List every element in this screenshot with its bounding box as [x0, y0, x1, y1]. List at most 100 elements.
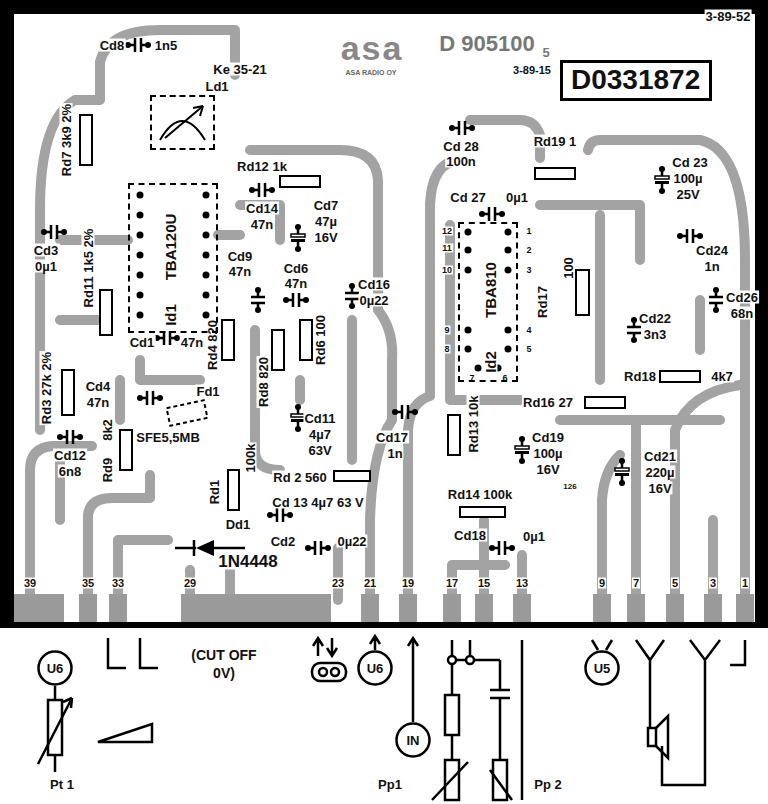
drawing-number-box: D0331872 [560, 60, 712, 101]
ic-outline: Id1 TBA120U [128, 183, 218, 333]
ic-pin-pads [137, 192, 512, 372]
part-label: 220µ [644, 466, 675, 479]
part-label: Cd24 [695, 244, 729, 257]
part-label: 4µ7 [308, 428, 332, 441]
circle-label: U6 [46, 662, 65, 675]
part-label: 1n [703, 260, 720, 273]
pin-number: 3 [525, 266, 532, 275]
print-mark: asa [340, 31, 405, 65]
part-label: Rd14 100k [447, 488, 513, 501]
filter-outline [167, 400, 208, 426]
drawing-number: D0331872 [571, 64, 700, 95]
part-label: 16V [313, 231, 338, 244]
part-label: 1N4448 [217, 553, 279, 570]
part-label: 6n8 [58, 465, 82, 478]
part-label: 100k [244, 443, 257, 474]
part-label: 68n [730, 307, 754, 320]
part-label: 63V [307, 444, 332, 457]
part-label: Rd13 10k [467, 394, 480, 453]
part-label: 0µ22 [336, 535, 367, 548]
part-label: Rd17 [536, 285, 549, 319]
part-label: Rd12 1k [236, 160, 288, 173]
circle-outline [359, 652, 392, 685]
ic-outline: Id2TBA810 [458, 222, 518, 382]
part-label: Rd6 100 [314, 314, 327, 366]
edge-connector-fingers [14, 594, 754, 622]
capacitor-symbols [41, 38, 723, 555]
part-label: Cd 27 [449, 191, 486, 204]
part-label: Cd2 [270, 535, 297, 548]
part-label: Pt 1 [49, 778, 75, 791]
part-label: 47n [284, 277, 308, 290]
board-face [14, 14, 755, 622]
pin-number: 39 [23, 578, 37, 589]
pin-number: 7 [632, 578, 640, 589]
part-label: Cd21 [643, 450, 677, 463]
part-label: Pp1 [377, 778, 403, 791]
part-label: 1n [386, 447, 403, 460]
part-label: Pp 2 [533, 778, 562, 791]
part-label: Rd7 3k9 2% [60, 103, 73, 177]
pin-number: 17 [445, 578, 459, 589]
part-label: Rd19 1 [533, 135, 578, 148]
pin-number: 9 [598, 578, 606, 589]
pin-number: 1 [525, 227, 532, 236]
part-label: 0µ22 [358, 294, 389, 307]
part-label: Cd 23 [671, 156, 708, 169]
ic-designation: TBA120U [163, 213, 178, 282]
pin-number: 29 [183, 578, 197, 589]
part-label: 47µ [314, 215, 338, 228]
pin-number: 13 [515, 578, 529, 589]
part-label: 25V [675, 188, 700, 201]
part-label: 47n [250, 218, 274, 231]
part-label: Dd1 [225, 518, 252, 531]
coil-outline: Ke 35-21Ld1 [150, 95, 215, 150]
part-label: Rd8 820 [257, 356, 270, 408]
circle-label: IN [406, 734, 421, 747]
part-label: Cd 28 [442, 140, 479, 153]
pin-number: 11 [441, 244, 453, 253]
part-label: 4k7 [710, 370, 734, 383]
supply-circle: U6 [357, 650, 393, 686]
resistor-symbols [62, 115, 700, 517]
pin-number: 5 [525, 345, 532, 354]
circle-outline [39, 652, 72, 685]
board-edge [0, 622, 768, 628]
part-label: Cd18 [453, 529, 487, 542]
print-mark: 3-89-15 [512, 65, 552, 76]
part-label: Cd7 [313, 199, 340, 212]
part-label: 47n [86, 396, 110, 409]
pin-number: 15 [477, 578, 491, 589]
pin-number: 12 [441, 227, 453, 236]
print-mark: D 905100 [438, 33, 535, 55]
part-label: Rd 2 560 [272, 471, 327, 484]
part-label: Cd11 [303, 412, 336, 425]
part-label: Cd6 [283, 262, 310, 275]
board-frame [0, 0, 768, 628]
part-label: 3n3 [643, 328, 667, 341]
ic-designation: Id1 [163, 303, 178, 327]
part-label: Rd1 [208, 479, 221, 506]
circle-outline [586, 652, 619, 685]
ic-designation: TBA810 [483, 261, 498, 319]
pin-number: 10 [441, 266, 453, 275]
pin-number: 33 [111, 578, 125, 589]
part-label: Rd9 [101, 457, 114, 484]
part-label: 47n [228, 265, 252, 278]
circle-label: U6 [366, 662, 385, 675]
part-label: Fd1 [195, 385, 220, 398]
input-circle: IN [395, 722, 431, 758]
print-mark: 3-89-52 [705, 10, 752, 23]
pin-number: 4 [525, 326, 532, 335]
part-label: Cd19 [531, 431, 565, 444]
supply-circle: U5 [584, 650, 620, 686]
part-label: 100µ [672, 172, 703, 185]
connection-legend-symbols [38, 636, 745, 800]
part-label: Cd4 [85, 380, 112, 393]
print-mark: 5 [541, 46, 550, 59]
part-label: Cd12 [53, 449, 87, 462]
pin-number: 1 [741, 578, 749, 589]
part-label: 16V [647, 482, 672, 495]
